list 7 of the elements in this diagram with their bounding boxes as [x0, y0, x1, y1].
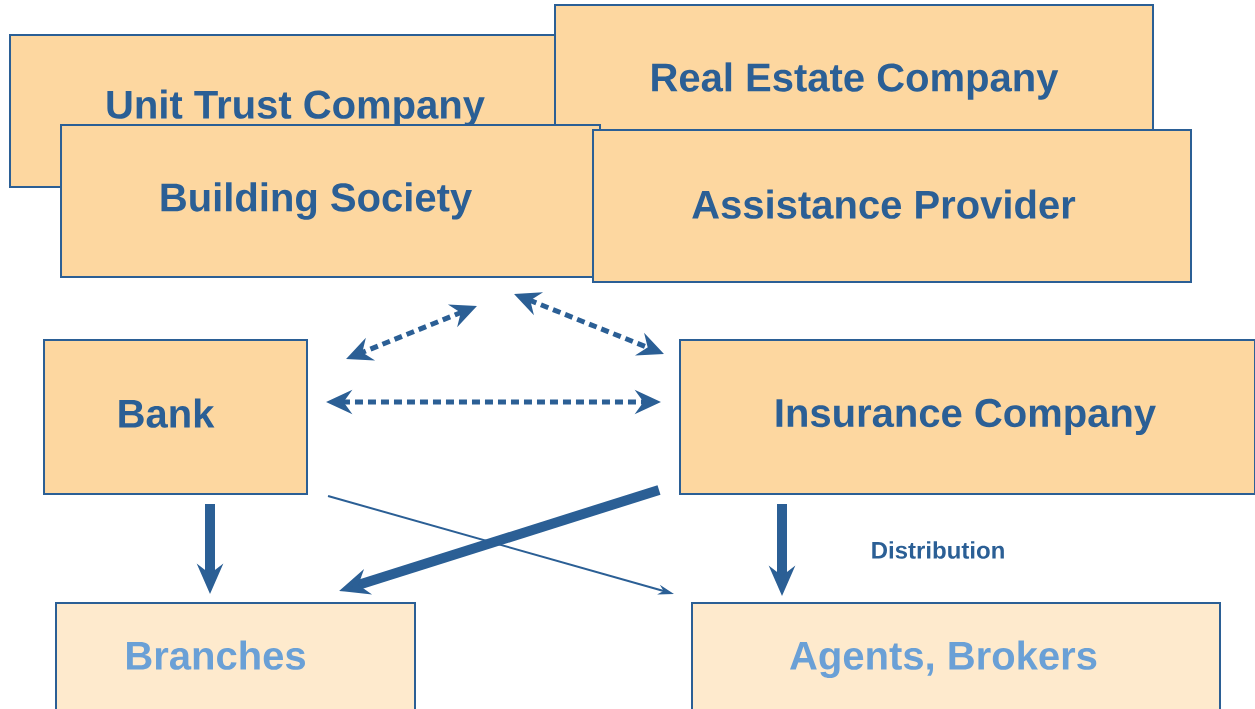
entity-box: Building Society: [60, 124, 601, 278]
entity-box: Insurance Company: [679, 339, 1255, 495]
entity-box: Branches: [55, 602, 416, 709]
entity-box: Bank: [43, 339, 308, 495]
edge-label: Distribution: [872, 541, 1004, 559]
entity-box: Assistance Provider: [592, 129, 1192, 283]
entity-box: Agents, Brokers: [691, 602, 1221, 709]
